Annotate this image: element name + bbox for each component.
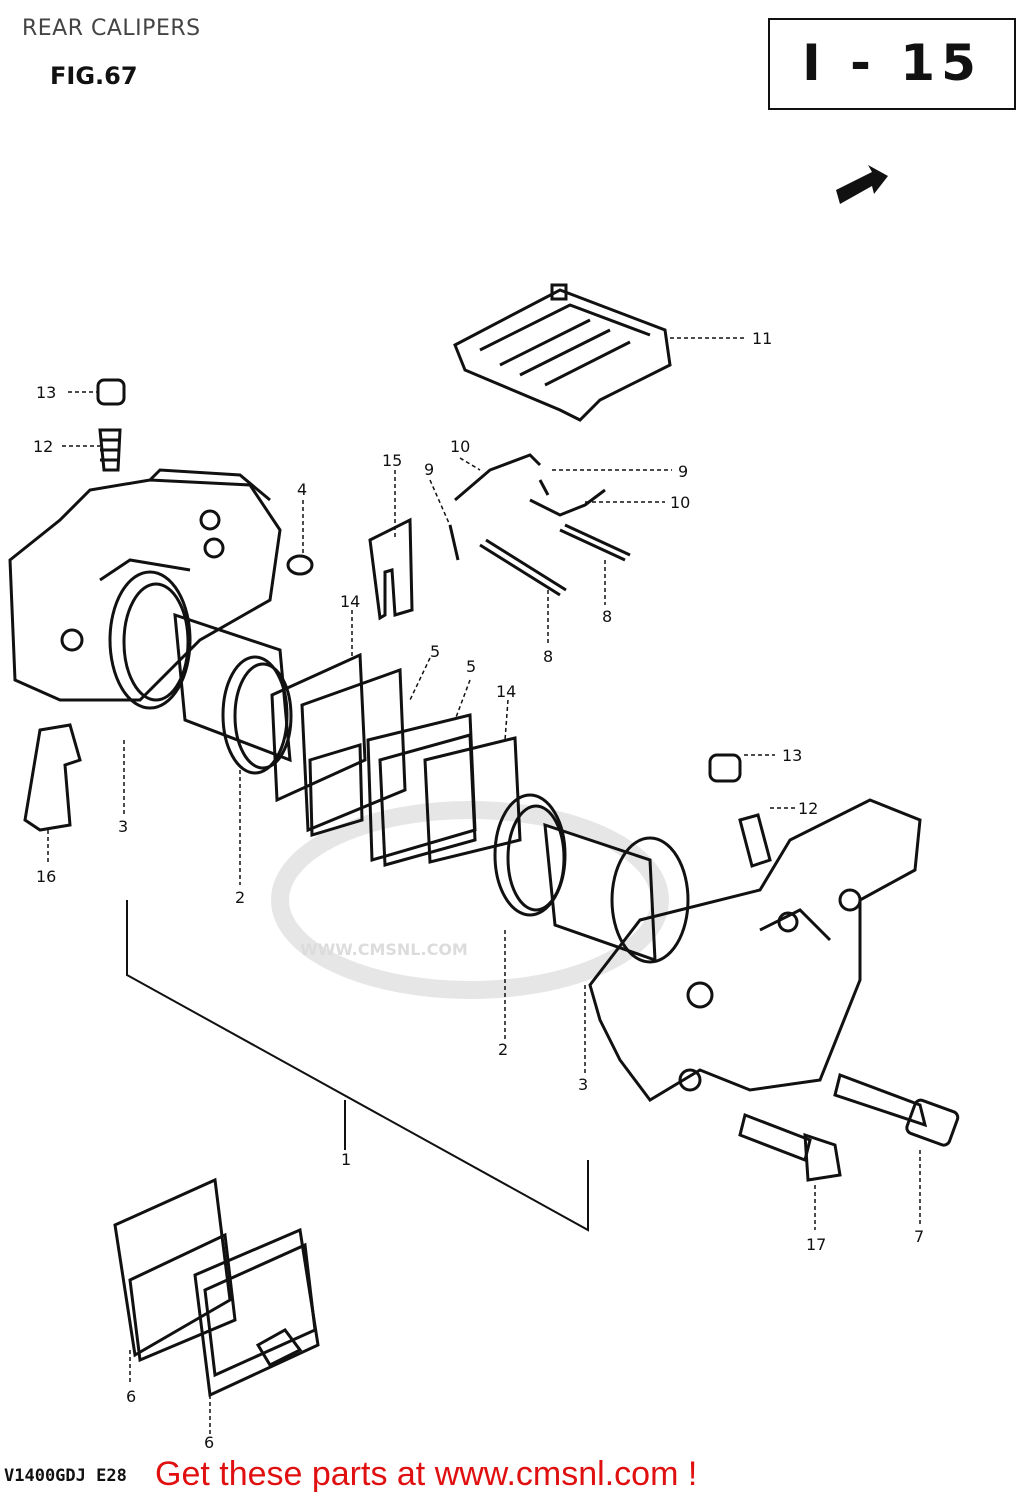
- pad-spring-drawing: [368, 517, 414, 621]
- assembly-bracket: [126, 900, 589, 1232]
- model-code: V1400GDJ E28: [4, 1466, 127, 1486]
- watermark: WWW.CMSNL.COM: [271, 801, 669, 999]
- leader-lines: [47, 337, 921, 1435]
- callout-9: 9: [678, 462, 688, 481]
- page-code: I - 15: [802, 34, 982, 92]
- callout-14: 14: [496, 682, 516, 701]
- diagram-title: REAR CALIPERS: [22, 16, 201, 41]
- figure-label: FIG.67: [50, 62, 138, 90]
- callout-3: 3: [118, 817, 128, 836]
- callout-8: 8: [602, 607, 612, 626]
- callout-12: 12: [33, 437, 53, 456]
- callout-3: 3: [578, 1075, 588, 1094]
- left-bleeder-drawing: [96, 378, 126, 472]
- callout-5: 5: [466, 657, 476, 676]
- front-arrow-icon: [836, 165, 888, 204]
- callout-7: 7: [914, 1227, 924, 1246]
- callout-10: 10: [670, 493, 690, 512]
- callout-8: 8: [543, 647, 553, 666]
- right-piston-drawing: [493, 793, 690, 964]
- callout-9: 9: [424, 460, 434, 479]
- pins-clips-drawing: [448, 453, 631, 597]
- pad-cover-drawing: [453, 283, 672, 422]
- washer-drawing: [286, 554, 314, 576]
- callout-2: 2: [235, 888, 245, 907]
- left-caliper-drawing: [8, 468, 282, 702]
- callout-17: 17: [806, 1235, 826, 1254]
- brake-pads-drawing: [270, 652, 522, 867]
- callout-11: 11: [752, 329, 772, 348]
- callout-16: 16: [36, 867, 56, 886]
- callout-13: 13: [782, 746, 802, 765]
- callout-15: 15: [382, 451, 402, 470]
- callout-5: 5: [430, 642, 440, 661]
- callout-2: 2: [498, 1040, 508, 1059]
- page-code-box: I - 15: [768, 18, 1016, 110]
- callout-6: 6: [126, 1387, 136, 1406]
- promo-link[interactable]: Get these parts at www.cmsnl.com !: [155, 1455, 698, 1493]
- left-piston-drawing: [108, 570, 293, 775]
- callout-1: 1: [341, 1150, 351, 1169]
- callout-6: 6: [204, 1433, 214, 1452]
- bracket-drawing: [23, 723, 82, 832]
- callout-4: 4: [297, 480, 307, 499]
- callout-13: 13: [36, 383, 56, 402]
- spare-pads-drawing: [113, 1177, 320, 1398]
- callout-12: 12: [798, 799, 818, 818]
- callout-labels: 1 2 2 3 3 4 5 5 6 6 7 8 8 9 9 10 10 11 1…: [33, 329, 924, 1452]
- bolts-drawing: [738, 1073, 960, 1182]
- callout-10: 10: [450, 437, 470, 456]
- watermark-text: WWW.CMSNL.COM: [300, 940, 468, 959]
- callout-14: 14: [340, 592, 360, 611]
- right-caliper-drawing: [588, 753, 922, 1102]
